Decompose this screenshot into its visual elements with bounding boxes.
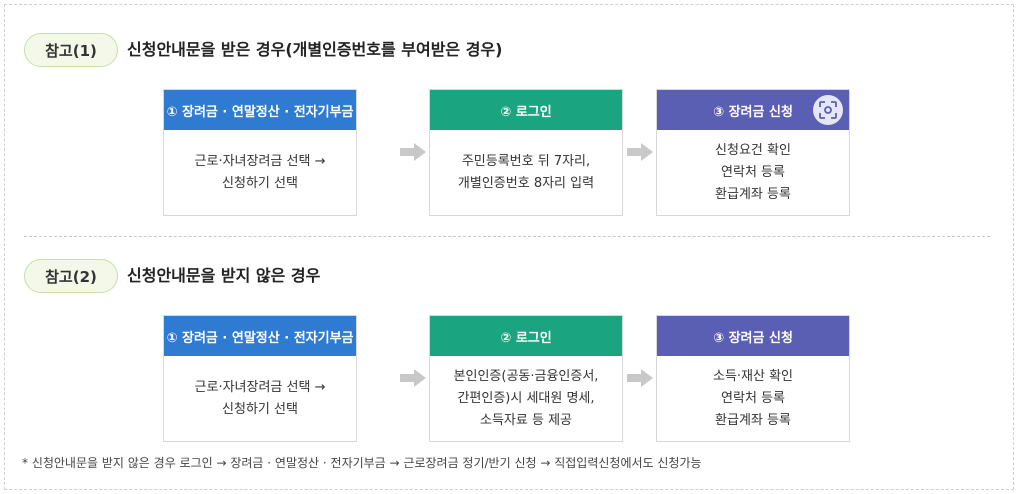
step-header: ② 로그인 <box>430 316 622 356</box>
step-card-1-2: ② 로그인 주민등록번호 뒤 7자리, 개별인증번호 8자리 입력 <box>429 89 623 216</box>
step-line: 근로·자녀장려금 선택 → <box>194 379 326 395</box>
step-body: 주민등록번호 뒤 7자리, 개별인증번호 8자리 입력 <box>430 130 622 215</box>
step-card-2-3: ③ 장려금 신청 소득·재산 확인 연락처 등록 환급계좌 등록 <box>656 315 850 442</box>
step-line: 주민등록번호 뒤 7자리, <box>461 153 591 169</box>
step-line: 소득·재산 확인 <box>712 368 794 384</box>
step-card-2-2: ② 로그인 본인인증(공동·금융인증서, 간편인증)시 세대원 명세, 소득자료… <box>429 315 623 442</box>
right-arrow-icon <box>627 369 653 387</box>
step-body: 신청요건 확인 연락처 등록 환급계좌 등록 <box>657 130 849 215</box>
step-line: 개별인증번호 8자리 입력 <box>457 175 595 191</box>
step-line: 소득자료 등 제공 <box>480 412 572 428</box>
step-line: 연락처 등록 <box>721 390 785 406</box>
step-header: ② 로그인 <box>430 90 622 130</box>
reference-badge-1: 참고(1) <box>24 33 118 67</box>
step-line: 신청하기 선택 <box>222 401 298 417</box>
footnote: * 신청안내문을 받지 않은 경우 로그인 → 장려금 · 연말정산 · 전자기… <box>22 456 702 470</box>
right-arrow-icon <box>627 143 653 161</box>
step-line: 근로·자녀장려금 선택 → <box>194 153 326 169</box>
step-line: 환급계좌 등록 <box>715 186 791 202</box>
step-card-1-1: ① 장려금 · 연말정산 · 전자기부금 근로·자녀장려금 선택 → 신청하기 … <box>163 89 357 216</box>
step-header-label: ③ 장려금 신청 <box>713 104 793 120</box>
section-title-1: 신청안내문을 받은 경우(개별인증번호를 부여받은 경우) <box>127 40 503 59</box>
step-line: 신청요건 확인 <box>715 142 791 158</box>
step-header: ③ 장려금 신청 <box>657 316 849 356</box>
right-arrow-icon <box>400 369 426 387</box>
step-header: ① 장려금 · 연말정산 · 전자기부금 <box>164 316 356 356</box>
step-line: 신청하기 선택 <box>222 175 298 191</box>
step-line: 간편인증)시 세대원 명세, <box>457 390 595 406</box>
step-card-2-1: ① 장려금 · 연말정산 · 전자기부금 근로·자녀장려금 선택 → 신청하기 … <box>163 315 357 442</box>
step-card-1-3: ③ 장려금 신청 신청요건 확인 연락처 등록 환급계좌 등록 <box>656 89 850 216</box>
reference-badge-2: 참고(2) <box>24 259 118 293</box>
step-line: 본인인증(공동·금융인증서, <box>453 368 599 384</box>
section-divider <box>24 236 990 237</box>
content-frame <box>4 4 1014 490</box>
section-title-2: 신청안내문을 받지 않은 경우 <box>127 266 321 285</box>
step-line: 환급계좌 등록 <box>715 412 791 428</box>
right-arrow-icon <box>400 143 426 161</box>
step-header: ① 장려금 · 연말정산 · 전자기부금 <box>164 90 356 130</box>
step-body: 근로·자녀장려금 선택 → 신청하기 선택 <box>164 130 356 215</box>
step-body: 본인인증(공동·금융인증서, 간편인증)시 세대원 명세, 소득자료 등 제공 <box>430 356 622 441</box>
step-body: 소득·재산 확인 연락처 등록 환급계좌 등록 <box>657 356 849 441</box>
step-body: 근로·자녀장려금 선택 → 신청하기 선택 <box>164 356 356 441</box>
scan-focus-icon[interactable] <box>813 95 843 125</box>
step-line: 연락처 등록 <box>721 164 785 180</box>
step-header: ③ 장려금 신청 <box>657 90 849 130</box>
